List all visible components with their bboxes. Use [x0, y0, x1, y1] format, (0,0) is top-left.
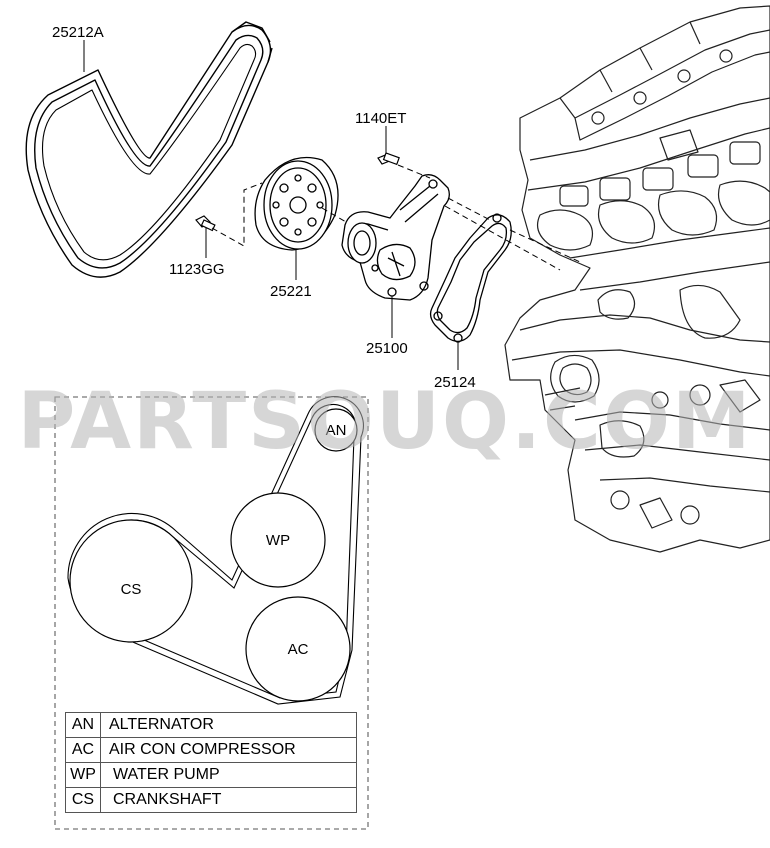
pulley-ac: AC [245, 596, 351, 702]
callout-belt: 25212A [52, 24, 104, 41]
legend-code: AN [65, 712, 101, 738]
legend-row: AN ALTERNATOR [65, 712, 357, 738]
drive-belt [25, 21, 273, 278]
legend-code: AC [65, 737, 101, 763]
callout-bolt-upper: 1140ET [355, 110, 406, 127]
assembly-lines [211, 164, 581, 271]
leader-lines [83, 40, 459, 370]
pulley-cs-label: CS [121, 581, 142, 598]
legend-code: WP [65, 762, 101, 788]
legend-row: AC AIR CON COMPRESSOR [65, 737, 357, 763]
engine-block-illustration [504, 5, 770, 553]
pulley-cs: CS [69, 519, 193, 643]
water-pump-gasket [429, 213, 512, 343]
callout-pulley: 25221 [270, 283, 312, 300]
pulley-an-label: AN [326, 422, 347, 439]
water-pump-pulley [254, 156, 339, 251]
watermark: PARTSOUQ.COM [18, 377, 753, 467]
legend-code: CS [65, 787, 101, 813]
pulley-an: AN [314, 408, 358, 452]
callout-labels: 25212A 1140ET 1123GG 25221 25100 25124 [52, 24, 476, 391]
legend-description: WATER PUMP [100, 762, 357, 788]
pulley-legend-table: AN ALTERNATOR AC AIR CON COMPRESSOR WP W… [65, 712, 357, 813]
pulley-wp: WP [230, 492, 326, 588]
pulley-wp-label: WP [266, 532, 290, 549]
legend-row: CS CRANKSHAFT [65, 787, 357, 813]
belt-layout-frame [54, 396, 369, 830]
legend-description: AIR CON COMPRESSOR [100, 737, 357, 763]
legend-description: ALTERNATOR [100, 712, 357, 738]
callout-water-pump: 25100 [366, 340, 408, 357]
legend-row: WP WATER PUMP [65, 762, 357, 788]
callout-gasket: 25124 [434, 374, 476, 391]
legend-description: CRANKSHAFT [100, 787, 357, 813]
bolt-1140et [377, 152, 400, 166]
callout-bolt-lower: 1123GG [169, 261, 225, 278]
bolt-1123gg [195, 215, 216, 232]
pulley-ac-label: AC [288, 641, 309, 658]
water-pump [341, 174, 450, 301]
